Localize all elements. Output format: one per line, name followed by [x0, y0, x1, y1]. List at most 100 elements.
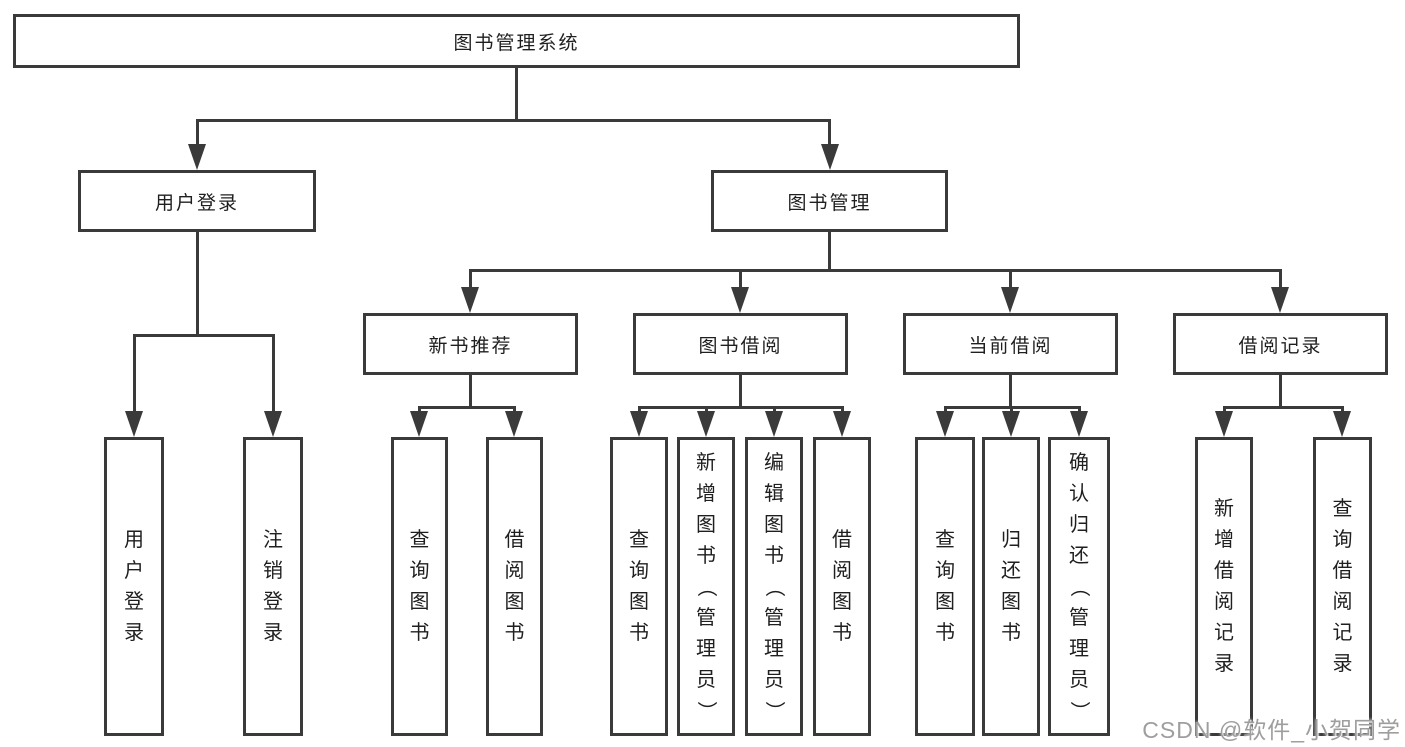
arrowhead-icon — [697, 411, 715, 437]
node-borrow-records: 借阅记录 — [1173, 313, 1388, 375]
arrowhead-icon — [188, 144, 206, 170]
vertical-label-char: 销 — [263, 560, 283, 582]
vertical-label-char: 新 — [1214, 498, 1234, 520]
vertical-label-char: 借 — [504, 529, 525, 551]
vertical-label-char: 书 — [935, 622, 955, 644]
connector-arrow-line — [841, 406, 844, 414]
connector-arrow-line — [418, 406, 421, 414]
connector-trunk — [469, 375, 472, 409]
node-label: 借阅记录 — [1238, 335, 1323, 357]
leaf-cb-confirm-return-admin: 确认归还（管理员） — [1048, 437, 1110, 736]
vertical-label-char: ） — [695, 700, 717, 721]
leaf-bb-borrow-books: 借阅图书 — [813, 437, 871, 736]
vertical-label-char: 登 — [124, 591, 144, 613]
vertical-label-char: 图 — [764, 513, 784, 536]
node-label: 当前借阅 — [968, 335, 1053, 357]
vertical-label-char: 查 — [1332, 498, 1353, 520]
arrowhead-icon — [1002, 411, 1020, 437]
vertical-label-char: 录 — [1332, 653, 1353, 675]
connector-trunk — [196, 232, 199, 337]
vertical-label-char: 编 — [764, 451, 784, 474]
vertical-label-char: 辑 — [764, 482, 784, 505]
connector-arrow-line — [1223, 406, 1226, 414]
connector-bar — [196, 119, 831, 122]
connector-arrow-line — [828, 119, 831, 148]
connector-arrow-line — [272, 334, 275, 414]
vertical-label-char: 录 — [1214, 653, 1234, 675]
vertical-label-char: 图 — [1001, 591, 1021, 613]
vertical-label-char: 图 — [629, 591, 649, 613]
vertical-label-char: 询 — [935, 560, 955, 582]
vertical-label-char: 员 — [696, 668, 716, 691]
connector-arrow-line — [469, 269, 472, 290]
connector-arrow-line — [1279, 269, 1282, 290]
connector-bar — [133, 334, 275, 337]
vertical-label-char: 录 — [124, 622, 144, 644]
vertical-label-char: 员 — [1069, 668, 1089, 691]
connector-arrow-line — [196, 119, 199, 148]
vertical-label-char: 员 — [764, 668, 784, 691]
vertical-label-char: 记 — [1332, 622, 1353, 644]
vertical-label-char: 增 — [1214, 529, 1234, 551]
connector-trunk — [1279, 375, 1282, 409]
vertical-label-char: 归 — [1001, 529, 1021, 551]
arrowhead-icon — [264, 411, 282, 437]
vertical-label-char: （ — [695, 576, 717, 597]
vertical-label-char: 询 — [629, 560, 649, 582]
connector-bar — [638, 406, 844, 409]
vertical-label-char: 阅 — [1332, 591, 1353, 613]
arrowhead-icon — [125, 411, 143, 437]
leaf-br-query-borrow-record: 查询借阅记录 — [1313, 437, 1372, 736]
leaf-nb-borrow-books: 借阅图书 — [486, 437, 543, 736]
leaf-bb-edit-books-admin: 编辑图书（管理员） — [745, 437, 803, 736]
leaf-logout: 注销登录 — [243, 437, 303, 736]
node-label: 图书管理 — [787, 192, 872, 214]
vertical-label-char: 查 — [409, 529, 430, 551]
vertical-label-char: 用 — [124, 529, 144, 551]
leaf-br-add-borrow-record: 新增借阅记录 — [1195, 437, 1253, 736]
connector-arrow-line — [773, 406, 776, 414]
vertical-label-char: 录 — [263, 622, 283, 644]
vertical-label-char: 管 — [764, 606, 784, 629]
vertical-label-char: 理 — [764, 637, 784, 660]
vertical-label-char: 图 — [696, 513, 716, 536]
vertical-label-char: ） — [1068, 700, 1090, 721]
node-label: 新书推荐 — [428, 335, 513, 357]
vertical-label-char: 归 — [1069, 513, 1089, 536]
vertical-label-char: 书 — [504, 622, 525, 644]
arrowhead-icon — [1070, 411, 1088, 437]
connector-arrow-line — [1341, 406, 1344, 414]
arrowhead-icon — [833, 411, 851, 437]
vertical-label-char: 还 — [1001, 560, 1021, 582]
connector-arrow-line — [1009, 269, 1012, 290]
leaf-user-login: 用户登录 — [104, 437, 164, 736]
connector-arrow-line — [944, 406, 947, 414]
vertical-label-char: 认 — [1069, 482, 1089, 505]
vertical-label-char: 查 — [629, 529, 649, 551]
connector-arrow-line — [705, 406, 708, 414]
vertical-label-char: 书 — [832, 622, 852, 644]
leaf-cb-query-books: 查询图书 — [915, 437, 975, 736]
vertical-label-char: 记 — [1214, 622, 1234, 644]
connector-bar — [469, 269, 1282, 272]
arrowhead-icon — [765, 411, 783, 437]
leaf-bb-query-books: 查询图书 — [610, 437, 668, 736]
vertical-label-char: 新 — [696, 451, 716, 474]
arrowhead-icon — [731, 287, 749, 313]
node-user-login: 用户登录 — [78, 170, 316, 232]
vertical-label-char: 书 — [696, 544, 716, 567]
arrowhead-icon — [1271, 287, 1289, 313]
connector-bar — [418, 406, 516, 409]
vertical-label-char: 书 — [764, 544, 784, 567]
vertical-label-char: 图 — [935, 591, 955, 613]
vertical-label-char: 还 — [1069, 544, 1089, 567]
connector-arrow-line — [1010, 406, 1013, 414]
vertical-label-char: 借 — [1214, 560, 1234, 582]
vertical-label-char: 借 — [1332, 560, 1353, 582]
vertical-label-char: ） — [763, 700, 785, 721]
connector-arrow-line — [133, 334, 136, 414]
connector-arrow-line — [739, 269, 742, 290]
connector-trunk — [1009, 375, 1012, 409]
vertical-label-char: 阅 — [832, 560, 852, 582]
vertical-label-char: 询 — [409, 560, 430, 582]
